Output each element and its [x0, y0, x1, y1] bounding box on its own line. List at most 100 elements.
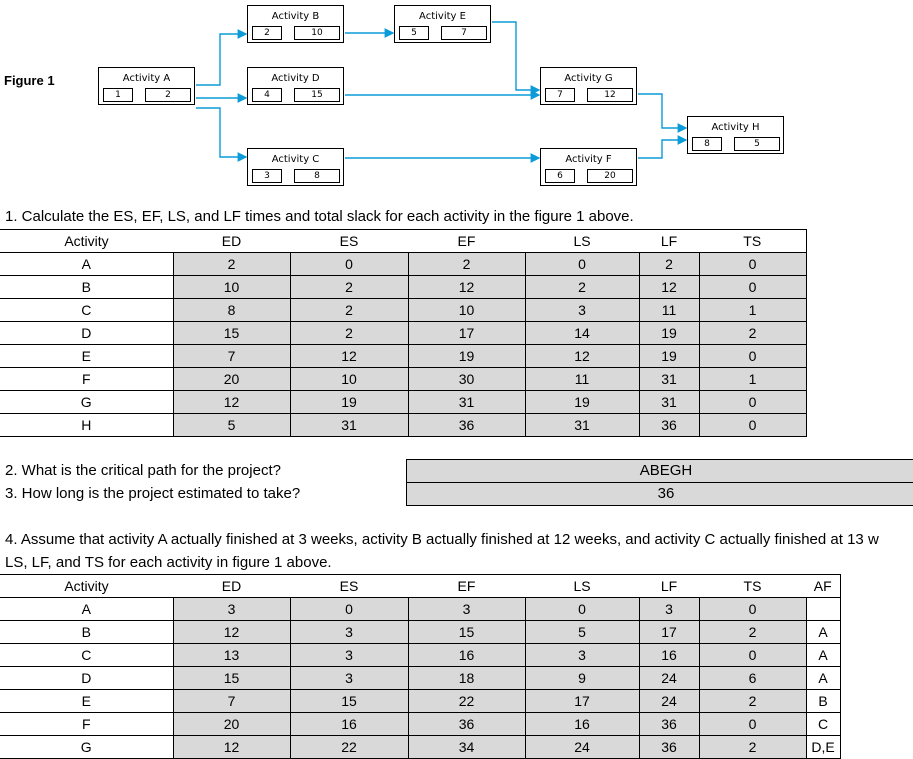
q4-cell-ls: 17	[524, 689, 639, 713]
q1-cell-ef: 2	[407, 252, 525, 276]
q1-cell-ed: 7	[172, 344, 290, 368]
activity-f-node: Activity F 6 20	[540, 148, 637, 186]
q1-cell-activity: E	[0, 344, 173, 368]
q4-cell-es: 22	[289, 735, 408, 759]
q1-cell-ls: 0	[524, 252, 639, 276]
q1-cell-ts: 0	[698, 344, 807, 368]
q1-cell-ls: 19	[524, 390, 639, 414]
q1-cell-ef: 10	[407, 298, 525, 322]
q4-cell-activity: G	[0, 735, 173, 759]
q1-cell-ts: 0	[698, 275, 807, 299]
q1-header-es: ES	[290, 229, 408, 253]
activity-e-id: 5	[399, 26, 429, 40]
q4-cell-ef: 15	[407, 620, 525, 644]
activity-b-id: 2	[252, 26, 282, 40]
q4-cell-activity: A	[0, 597, 173, 621]
q4-header-ef: EF	[408, 574, 525, 598]
q1-cell-es: 2	[289, 298, 408, 322]
q4-cell-lf: 36	[638, 712, 699, 736]
activity-f-duration: 20	[587, 169, 633, 183]
q4-cell-ed: 12	[172, 620, 290, 644]
activity-d-id: 4	[252, 88, 282, 102]
q1-cell-lf: 19	[638, 344, 699, 368]
arrow-f-h	[638, 135, 688, 159]
q4-cell-ts: 0	[698, 712, 806, 736]
figure-label: Figure 1	[4, 73, 55, 88]
activity-c-title: Activity C	[271, 154, 320, 165]
activity-g-title: Activity G	[564, 73, 613, 84]
q1-cell-ed: 5	[172, 413, 290, 437]
q1-cell-ef: 17	[407, 321, 525, 345]
q4-cell-ls: 3	[524, 643, 639, 667]
q1-cell-ts: 0	[698, 390, 807, 414]
q4-cell-ts: 0	[698, 597, 806, 621]
q4-header-ts: TS	[699, 574, 806, 598]
q4-cell-af: B	[805, 689, 841, 713]
activity-b-duration: 10	[294, 26, 340, 40]
activity-f-id: 6	[545, 169, 575, 183]
q4-cell-af	[805, 597, 841, 621]
q1-cell-lf: 11	[638, 298, 699, 322]
q1-cell-lf: 36	[638, 413, 699, 437]
q1-cell-activity: H	[0, 413, 173, 437]
activity-d-node: Activity D 4 15	[247, 67, 344, 105]
arrow-a-c	[196, 107, 248, 162]
q4-cell-es: 3	[289, 666, 408, 690]
q4-header-ls: LS	[525, 574, 639, 598]
q1-header-ef: EF	[408, 229, 525, 253]
activity-e-duration: 7	[441, 26, 487, 40]
arrow-g-h	[638, 93, 688, 133]
q1-cell-activity: C	[0, 298, 173, 322]
question-4-text-line1: 4. Assume that activity A actually finis…	[5, 531, 879, 548]
q1-cell-activity: D	[0, 321, 173, 345]
q4-cell-lf: 16	[638, 643, 699, 667]
q4-cell-ed: 3	[172, 597, 290, 621]
q1-cell-lf: 19	[638, 321, 699, 345]
activity-a-node: Activity A 1 2	[98, 67, 195, 105]
q4-cell-ef: 22	[407, 689, 525, 713]
q1-cell-ts: 0	[698, 252, 807, 276]
q1-cell-ts: 0	[698, 413, 807, 437]
q4-cell-lf: 24	[638, 666, 699, 690]
q1-cell-ed: 2	[172, 252, 290, 276]
q4-header-af: AF	[806, 574, 841, 598]
q1-cell-lf: 31	[638, 367, 699, 391]
q4-header-es: ES	[290, 574, 408, 598]
activity-b-title: Activity B	[271, 11, 320, 22]
q4-header-activity: Activity	[0, 574, 173, 598]
q1-cell-ef: 36	[407, 413, 525, 437]
q4-cell-ef: 16	[407, 643, 525, 667]
q1-cell-lf: 31	[638, 390, 699, 414]
activity-h-title: Activity H	[711, 122, 760, 133]
q4-cell-es: 3	[289, 643, 408, 667]
q4-cell-lf: 24	[638, 689, 699, 713]
activity-e-title: Activity E	[419, 11, 466, 22]
activity-g-node: Activity G 7 12	[540, 67, 637, 105]
q1-header-ts: TS	[699, 229, 807, 253]
q1-header-lf: LF	[639, 229, 699, 253]
q1-cell-ed: 15	[172, 321, 290, 345]
q4-cell-ed: 13	[172, 643, 290, 667]
q1-cell-ls: 31	[524, 413, 639, 437]
activity-h-node: Activity H 8 5	[687, 116, 784, 154]
network-arrows	[196, 21, 688, 163]
q1-cell-ed: 10	[172, 275, 290, 299]
q1-cell-ts: 1	[698, 367, 807, 391]
question-3-text: 3. How long is the project estimated to …	[5, 485, 301, 502]
q4-cell-ts: 2	[698, 689, 806, 713]
q4-cell-activity: F	[0, 712, 173, 736]
q1-cell-ef: 19	[407, 344, 525, 368]
q1-cell-activity: G	[0, 390, 173, 414]
activity-h-duration: 5	[734, 137, 780, 151]
activity-c-node: Activity C 3 8	[247, 148, 344, 186]
q1-cell-es: 19	[289, 390, 408, 414]
activity-f-title: Activity F	[565, 154, 612, 165]
